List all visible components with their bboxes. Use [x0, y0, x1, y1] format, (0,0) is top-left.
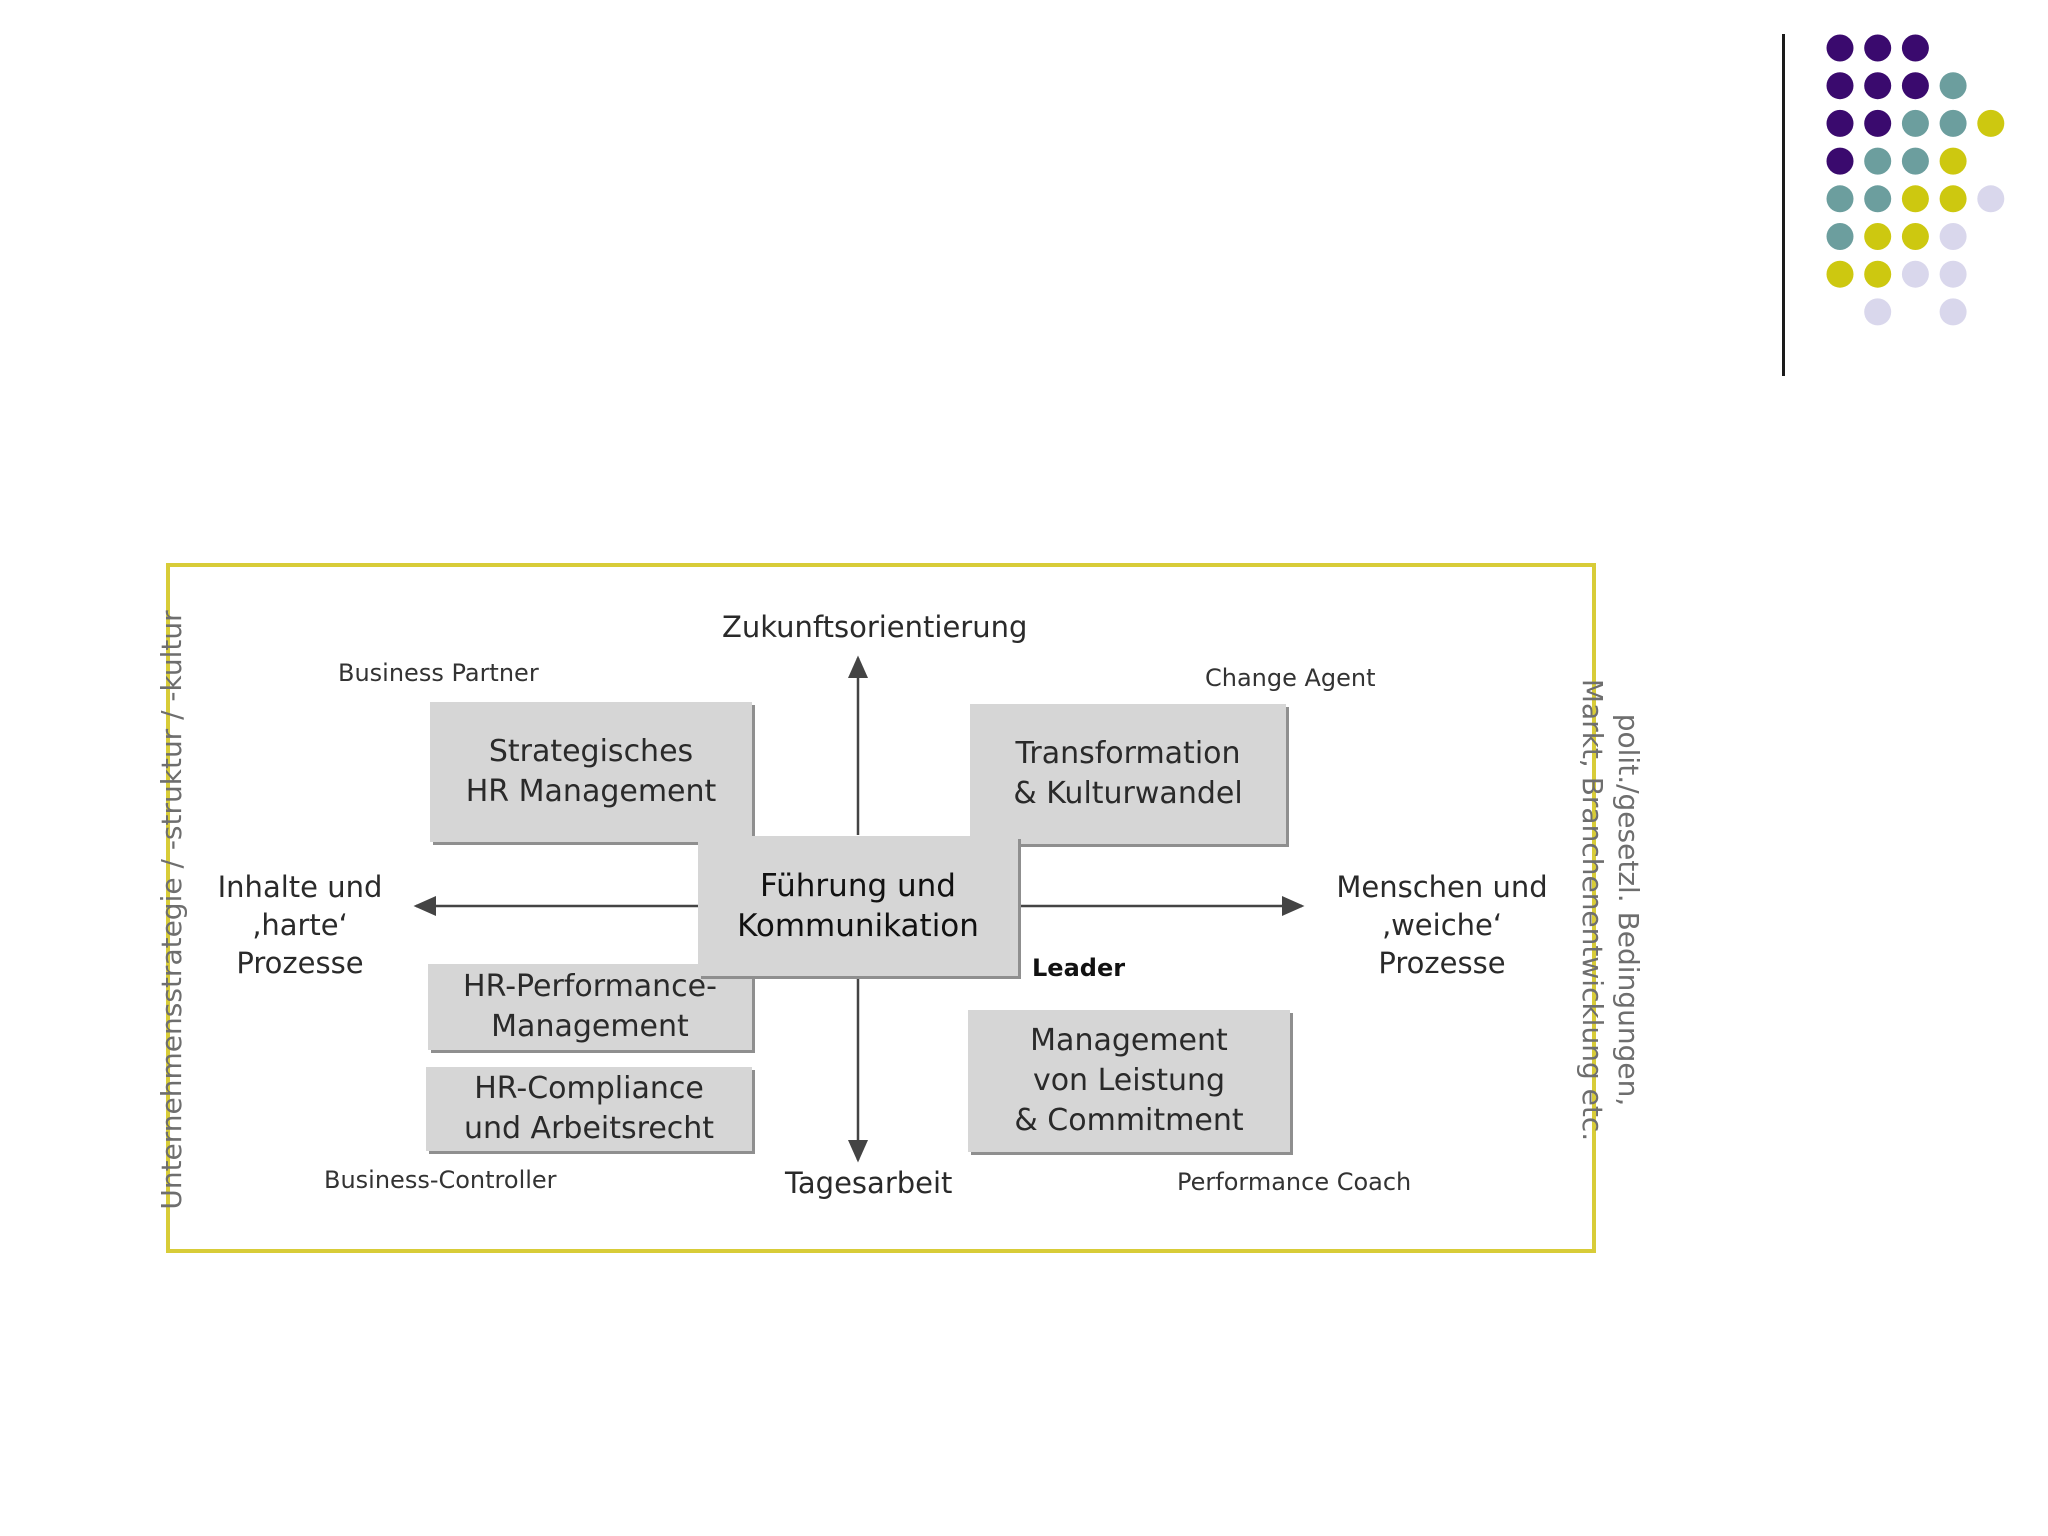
decorative-dot — [1826, 72, 1854, 100]
diagram-frame — [166, 563, 1596, 1253]
axis-label-top: Zukunftsorientierung — [722, 610, 1028, 644]
box-hr-performance-management: HR-Performance- Management — [428, 964, 752, 1050]
decorative-dot — [1939, 260, 1967, 288]
decorative-dot — [1901, 260, 1929, 288]
role-label-performance-coach: Performance Coach — [1177, 1168, 1412, 1196]
box-strategic-hr-management: Strategisches HR Management — [430, 702, 752, 842]
decorative-dot — [1977, 185, 2005, 213]
decorative-dot — [1977, 109, 2005, 137]
axis-label-left: Inhalte und ‚harte‘ Prozesse — [217, 870, 383, 980]
role-label-leader: Leader — [1032, 954, 1126, 982]
decorative-dot — [1864, 298, 1892, 326]
axis-label-bottom: Tagesarbeit — [785, 1166, 953, 1200]
side-label-left: Unternehmensstrategie / -struktur / -kul… — [155, 610, 188, 1210]
decorative-dot — [1826, 34, 1854, 62]
decorative-dot — [1826, 185, 1854, 213]
role-label-business-partner: Business Partner — [338, 659, 539, 687]
decorative-dot — [1864, 260, 1892, 288]
decorative-dot — [1864, 72, 1892, 100]
decorative-dot — [1864, 185, 1892, 213]
decorative-dot — [1864, 109, 1892, 137]
decorative-dot — [1939, 109, 1967, 137]
box-fuehrung-kommunikation: Führung und Kommunikation — [698, 836, 1018, 976]
decorative-vertical-line — [1782, 34, 1785, 376]
decorative-dot — [1826, 223, 1854, 250]
decorative-dot — [1901, 109, 1929, 137]
decorative-dot — [1864, 223, 1892, 250]
axis-label-right: Menschen und ‚weiche‘ Prozesse — [1336, 870, 1548, 980]
decorative-dot — [1826, 147, 1854, 175]
decorative-dot — [1864, 147, 1892, 175]
decorative-dot — [1826, 260, 1854, 288]
role-label-business-controller: Business-Controller — [324, 1166, 557, 1194]
decorative-dot — [1864, 34, 1892, 62]
decorative-dot — [1901, 147, 1929, 175]
side-label-right: polit./gesetzl. Bedingungen, Markt, Bran… — [1576, 678, 1645, 1142]
decorative-dot — [1939, 223, 1967, 250]
decorative-dot — [1901, 185, 1929, 213]
decorative-dot — [1901, 223, 1929, 250]
role-label-change-agent: Change Agent — [1205, 664, 1376, 692]
box-management-leistung-commitment: Management von Leistung & Commitment — [968, 1010, 1290, 1152]
decorative-dot — [1939, 147, 1967, 175]
decorative-dot — [1939, 185, 1967, 213]
decorative-dot — [1939, 72, 1967, 100]
decorative-dot — [1939, 298, 1967, 326]
decorative-dot — [1901, 34, 1929, 62]
decorative-dot — [1826, 109, 1854, 137]
decorative-dot — [1901, 72, 1929, 100]
box-transformation-kulturwandel: Transformation & Kulturwandel — [970, 704, 1286, 844]
decorative-dot-grid — [1826, 34, 2005, 326]
box-hr-compliance-arbeitsrecht: HR-Compliance und Arbeitsrecht — [426, 1067, 752, 1151]
